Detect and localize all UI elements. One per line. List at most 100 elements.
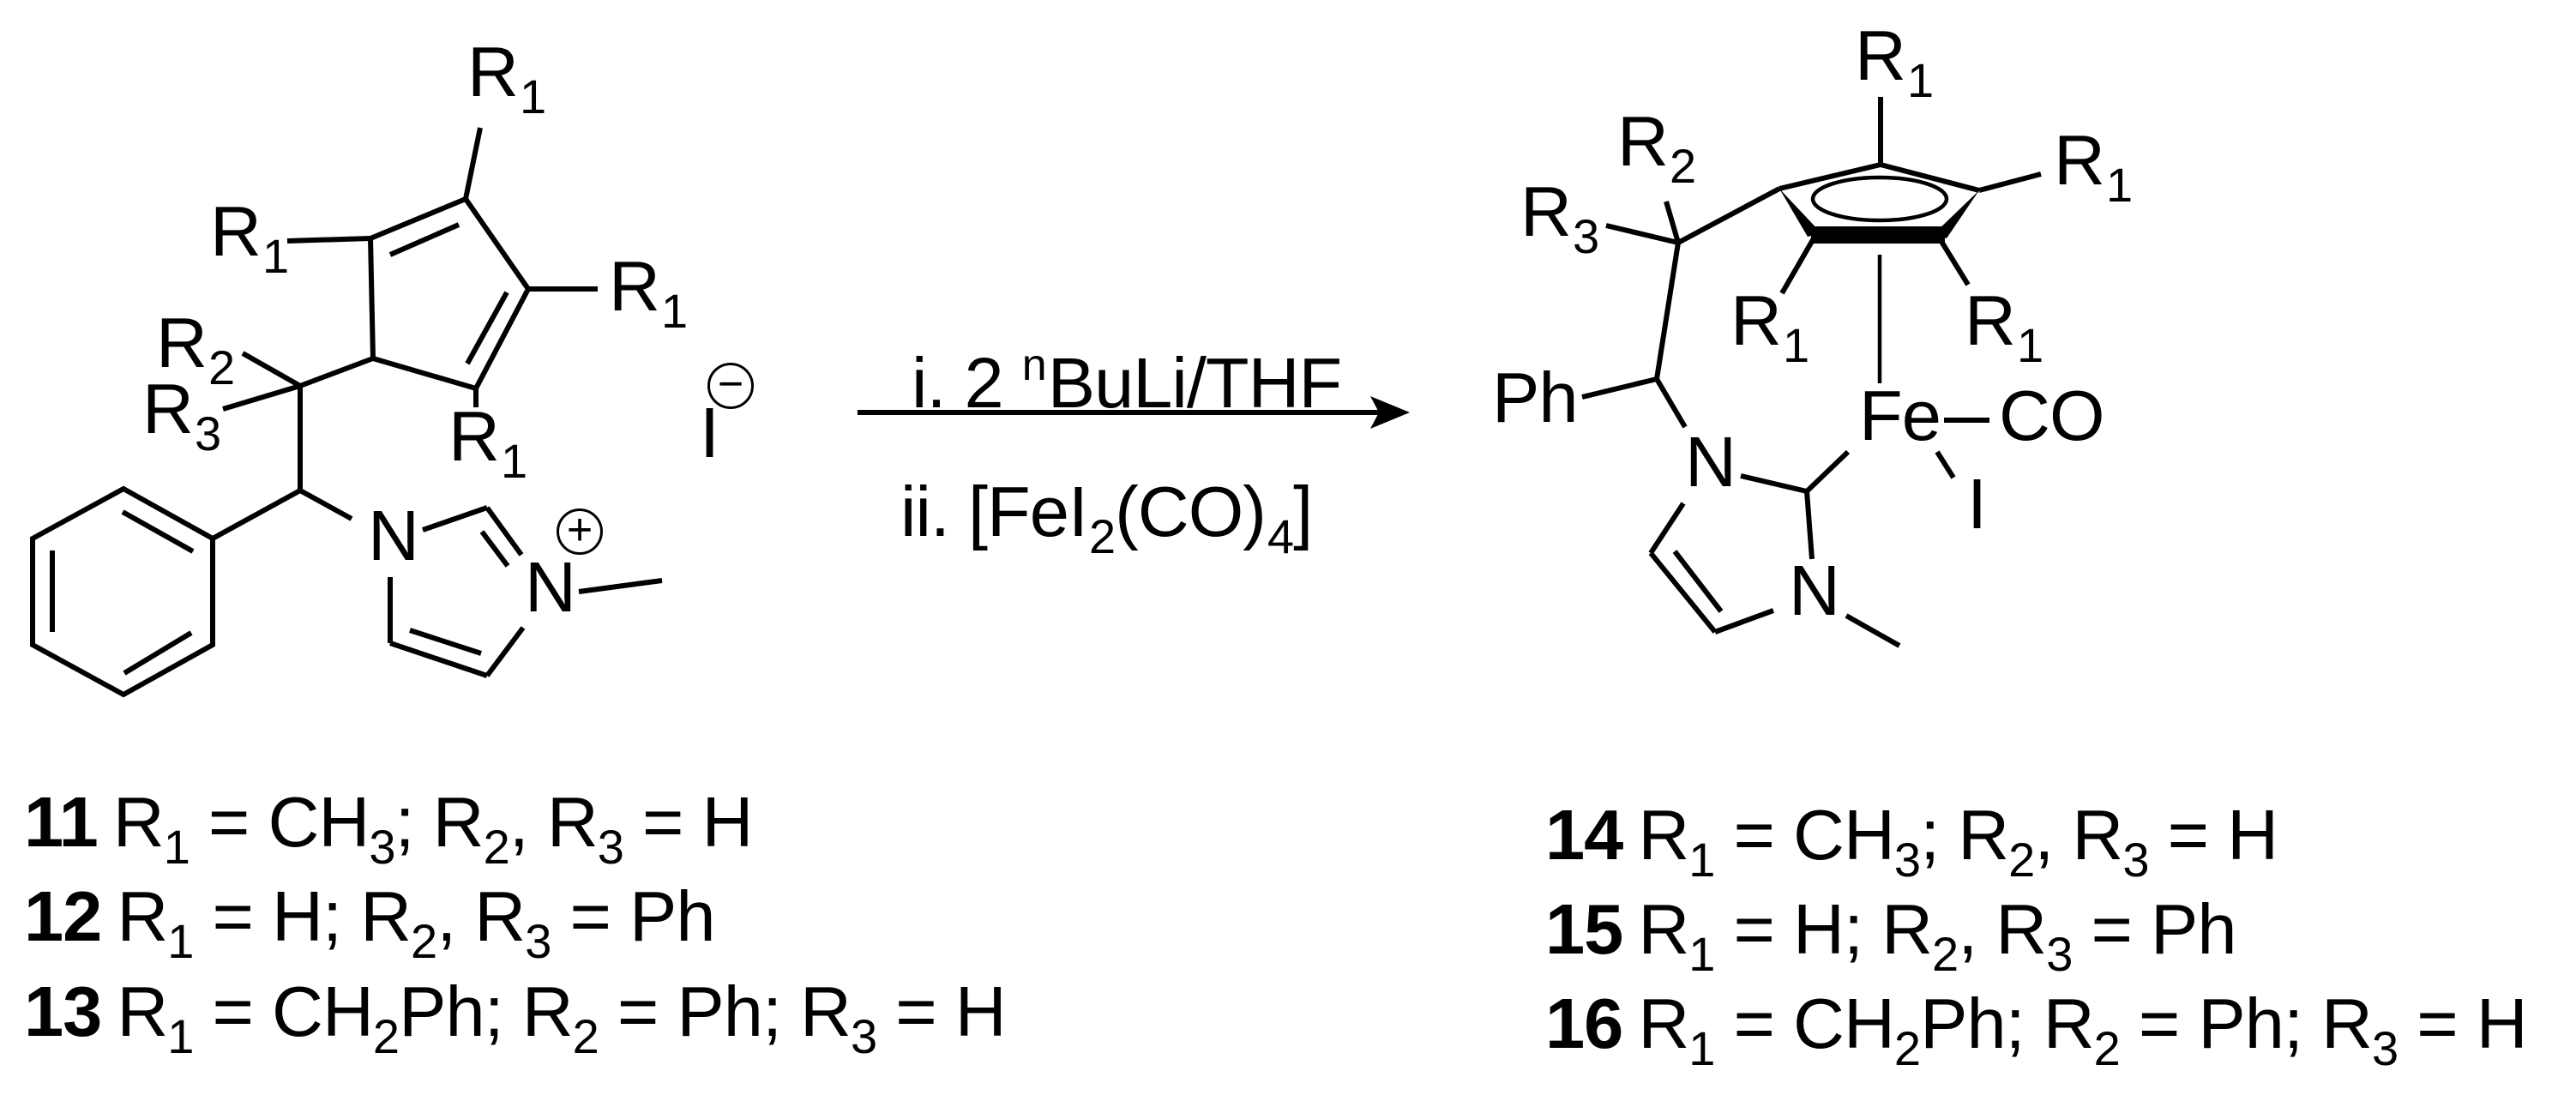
caption-subscript: 2 <box>372 1009 400 1063</box>
product-r1-top-label: R1 <box>1855 20 1934 105</box>
r-subscript: 1 <box>519 69 546 123</box>
caption-subscript: 1 <box>1688 927 1715 981</box>
caption-subscript: 3 <box>525 914 551 968</box>
caption-subscript: 3 <box>851 1009 877 1063</box>
caption-subscript: 1 <box>167 914 194 968</box>
reactant-n3-label: N <box>525 547 576 627</box>
caption-text: = H; R <box>193 876 412 956</box>
caption-text: R <box>117 972 168 1051</box>
caption-subscript: 3 <box>2046 927 2073 981</box>
r-symbol: R <box>1965 280 2016 360</box>
step1-prefix: i. 2 <box>912 343 1022 423</box>
reagent-step-1: i. 2 nBuLi/THF <box>912 343 1342 418</box>
r-symbol: R <box>1520 171 1572 251</box>
caption-text: = Ph; R <box>598 972 852 1051</box>
step2-prefix: ii. [FeI <box>900 472 1088 551</box>
caption-text: R <box>112 782 165 862</box>
r-symbol: R <box>1730 280 1782 360</box>
reagent-step-2: ii. [FeI2(CO)4] <box>900 476 1313 561</box>
r-symbol: R <box>467 32 519 111</box>
caption-text: , R <box>1958 889 2047 969</box>
product-phenyl-label: Ph <box>1492 358 1579 437</box>
r-subscript: 1 <box>2016 318 2043 372</box>
r-symbol: R <box>2054 120 2105 200</box>
caption-text: = Ph; R <box>2119 984 2373 1063</box>
caption-subscript: 3 <box>1893 833 1921 887</box>
reactant-phenyl-ring <box>30 485 215 698</box>
r-symbol: R <box>1855 15 1906 95</box>
r-subscript: 1 <box>1782 318 1809 372</box>
caption-text: = CH <box>189 782 370 862</box>
compound-number: 11 <box>24 782 99 862</box>
caption-subscript: 2 <box>2008 833 2035 887</box>
r-subscript: 3 <box>1572 209 1599 263</box>
product-cp-ring <box>1779 97 2042 383</box>
r-subscript: 1 <box>500 434 527 488</box>
reactant-r3-label: R3 <box>142 373 221 458</box>
reactant-r1-bottom-label: R1 <box>448 400 527 485</box>
caption-text: , R <box>509 782 599 862</box>
caption-text: = H <box>2148 795 2278 875</box>
caption-subscript: 2 <box>572 1009 599 1063</box>
caption-text: = Ph <box>2072 889 2236 969</box>
reaction-arrow <box>858 396 1410 429</box>
r-symbol: R <box>210 191 262 271</box>
reactant-r1-top-label: R1 <box>467 36 546 121</box>
product-n2-label: N <box>1789 551 1840 630</box>
r-subscript: 1 <box>262 229 289 283</box>
r-symbol: R <box>156 303 208 382</box>
positive-charge-icon: + <box>557 508 603 555</box>
caption-text: = H <box>2398 984 2527 1063</box>
r-subscript: 3 <box>194 406 221 460</box>
step1-superscript: n <box>1021 340 1047 390</box>
step2-subscript-1: 2 <box>1088 509 1116 563</box>
r-symbol: R <box>1617 101 1669 181</box>
product-fe-bonds <box>1935 418 1989 479</box>
caption-subscript: 3 <box>369 820 395 874</box>
r-symbol: R <box>609 246 660 326</box>
caption-subscript: 1 <box>163 820 190 874</box>
product-iodide-label: I <box>1967 464 1987 544</box>
caption-text: = CH <box>193 972 373 1051</box>
caption-subscript: 3 <box>597 820 624 874</box>
caption-text: Ph; R <box>1920 984 2095 1063</box>
caption-subscript: 2 <box>2093 1021 2121 1075</box>
reactant-r1-right-label: R1 <box>609 250 688 335</box>
compound-number: 13 <box>24 972 102 1051</box>
caption-subscript: 2 <box>1893 1021 1921 1075</box>
caption-subscript: 2 <box>483 820 510 874</box>
r-subscript: 1 <box>2105 158 2133 212</box>
reactant-n1-label: N <box>368 496 419 575</box>
caption-text: R <box>1638 984 1689 1063</box>
caption-subscript: 1 <box>1688 1021 1715 1075</box>
product-imidazolylidene-ring <box>1648 449 1901 648</box>
caption-text: = H <box>876 972 1006 1051</box>
product-r3-label: R3 <box>1520 176 1599 261</box>
step2-middle: (CO) <box>1115 472 1267 551</box>
caption-text: R <box>1638 795 1689 875</box>
caption-text: R <box>1638 889 1689 969</box>
compound-number: 16 <box>1545 984 1623 1063</box>
r-subscript: 2 <box>208 340 235 394</box>
step2-suffix: ] <box>1293 472 1313 551</box>
reactant-r2-label: R2 <box>156 307 235 392</box>
caption-text: ; R <box>1920 795 2009 875</box>
caption-subscript: 2 <box>411 914 437 968</box>
caption-subscript: 1 <box>167 1009 194 1063</box>
r-subscript: 1 <box>660 284 688 338</box>
product-carbonyl-label: CO <box>1999 376 2104 455</box>
step2-subscript-2: 4 <box>1267 509 1294 563</box>
caption-text: ; R <box>394 782 485 862</box>
caption-text: = CH <box>1714 795 1894 875</box>
caption-text: = CH <box>1714 984 1894 1063</box>
reactant-linker <box>211 351 375 541</box>
caption-subscript: 2 <box>1932 927 1959 981</box>
caption-text: = Ph <box>551 876 715 956</box>
caption-text: R <box>117 876 168 956</box>
product-r1-bottom-left-label: R1 <box>1730 285 1809 370</box>
